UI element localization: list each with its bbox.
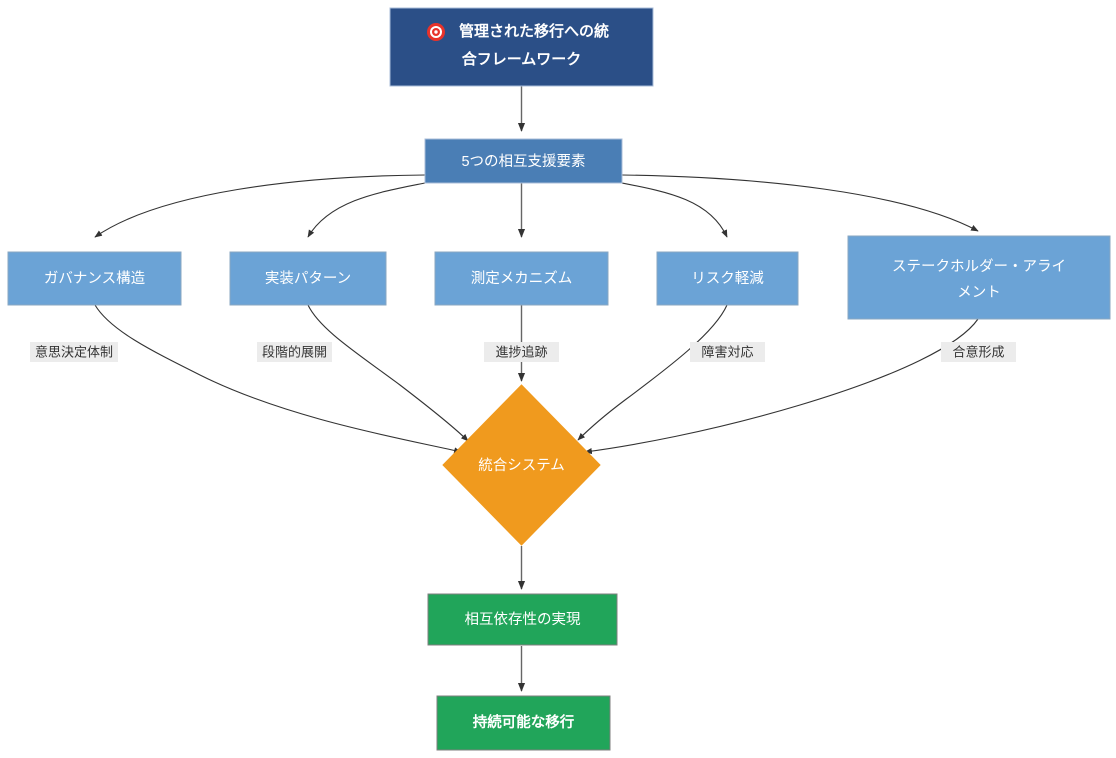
node-integrated-system-label: 統合システム [478, 457, 565, 474]
node-measurement-rect[interactable] [434, 251, 609, 306]
node-title-rect[interactable] [389, 7, 654, 87]
node-stakeholder[interactable]: ステークホルダー・アライ メント [847, 235, 1111, 320]
edge-implementation-to-integrated-system [307, 304, 469, 442]
node-risk-rect[interactable] [656, 251, 799, 306]
node-sustainable[interactable]: 持続可能な移行 [436, 695, 611, 751]
node-implementation-rect[interactable] [229, 251, 387, 306]
edge-label-progress-tracking: 進捗追跡 [484, 342, 559, 362]
node-five-elements-label: 5つの相互支援要素 [461, 153, 585, 170]
edge-label-progress-tracking-text: 進捗追跡 [495, 344, 547, 359]
target-icon [427, 23, 445, 41]
node-interdependency[interactable]: 相互依存性の実現 [427, 593, 618, 646]
node-title-label-line2: 合フレームワーク [461, 50, 582, 68]
node-governance[interactable]: ガバナンス構造 [7, 251, 182, 306]
node-governance-rect[interactable] [7, 251, 182, 306]
edge-five-elements-to-stakeholder [621, 174, 979, 232]
edge-risk-to-integrated-system [577, 304, 728, 441]
node-interdependency-rect[interactable] [427, 593, 618, 646]
node-layer: 管理された移行への統 合フレームワーク 5つの相互支援要素 ガバナンス構造 [7, 7, 1111, 751]
node-sustainable-label: 持続可能な移行 [473, 713, 575, 731]
node-implementation[interactable]: 実装パターン [229, 251, 387, 306]
node-title[interactable]: 管理された移行への統 合フレームワーク [389, 7, 654, 87]
node-stakeholder-label-line2: メント [957, 285, 1001, 301]
node-risk-label: リスク軽減 [691, 270, 764, 287]
node-title-label-line1: 管理された移行への統 [459, 22, 609, 40]
node-stakeholder-label-line1: ステークホルダー・アライ [892, 258, 1066, 275]
node-integrated-system-diamond[interactable] [442, 384, 601, 546]
edge-label-obstacle-response-text: 障害対応 [701, 344, 753, 359]
node-implementation-label: 実装パターン [265, 270, 351, 287]
edge-label-layer: 意思決定体制 段階的展開 進捗追跡 障害対応 合意形成 [30, 342, 1016, 362]
edge-label-phased-rollout: 段階的展開 [257, 342, 332, 362]
edge-label-decision-structure: 意思決定体制 [30, 342, 118, 362]
edge-label-phased-rollout-text: 段階的展開 [262, 344, 327, 359]
edge-label-obstacle-response: 障害対応 [690, 342, 765, 362]
edge-label-consensus-building-text: 合意形成 [952, 344, 1004, 359]
node-interdependency-label: 相互依存性の実現 [465, 611, 581, 628]
node-measurement[interactable]: 測定メカニズム [434, 251, 609, 306]
edge-five-elements-to-implementation [307, 182, 426, 238]
node-governance-label: ガバナンス構造 [44, 270, 146, 287]
node-integrated-system[interactable]: 統合システム [442, 384, 601, 546]
edge-label-consensus-building: 合意形成 [941, 342, 1016, 362]
node-five-elements-rect[interactable] [424, 138, 623, 184]
edge-five-elements-to-governance [94, 174, 426, 238]
node-risk[interactable]: リスク軽減 [656, 251, 799, 306]
node-sustainable-rect[interactable] [436, 695, 611, 751]
edge-governance-to-integrated-system [94, 304, 462, 454]
edge-five-elements-to-risk [621, 182, 728, 238]
node-stakeholder-rect[interactable] [847, 235, 1111, 320]
node-measurement-label: 測定メカニズム [471, 270, 573, 287]
node-five-elements[interactable]: 5つの相互支援要素 [424, 138, 623, 184]
edge-label-decision-structure-text: 意思決定体制 [35, 344, 113, 359]
